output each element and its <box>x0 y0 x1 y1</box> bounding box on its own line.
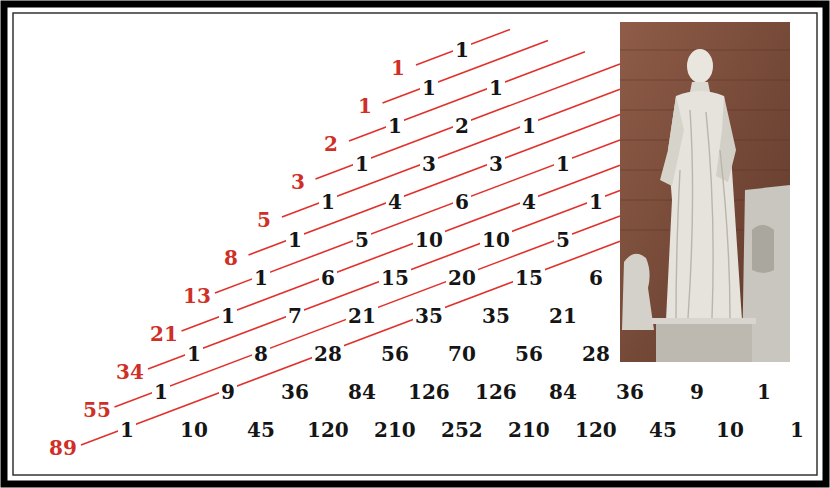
statue-photo <box>620 22 790 362</box>
binomial-coefficient: 9 <box>688 381 706 403</box>
binomial-coefficient: 126 <box>473 381 519 403</box>
binomial-coefficient: 120 <box>573 419 619 441</box>
binomial-coefficient: 28 <box>580 343 612 365</box>
binomial-coefficient: 9 <box>219 381 237 403</box>
fibonacci-number: 8 <box>222 247 240 269</box>
binomial-coefficient: 8 <box>252 343 270 365</box>
binomial-coefficient: 1 <box>152 381 170 403</box>
binomial-coefficient: 6 <box>453 191 471 213</box>
binomial-coefficient: 210 <box>372 419 418 441</box>
binomial-coefficient: 1 <box>755 381 773 403</box>
diagonal-line <box>81 241 620 445</box>
binomial-coefficient: 21 <box>346 305 378 327</box>
binomial-coefficient: 35 <box>480 305 512 327</box>
binomial-coefficient: 1 <box>386 115 404 137</box>
fibonacci-number: 13 <box>181 285 213 307</box>
binomial-coefficient: 35 <box>413 305 445 327</box>
binomial-coefficient: 126 <box>406 381 452 403</box>
brick-wall <box>620 22 790 362</box>
binomial-coefficient: 10 <box>480 229 512 251</box>
binomial-coefficient: 20 <box>446 267 478 289</box>
binomial-coefficient: 45 <box>647 419 679 441</box>
wall-shading <box>620 22 790 362</box>
binomial-coefficient: 5 <box>554 229 572 251</box>
binomial-coefficient: 4 <box>520 191 538 213</box>
diagonal-line <box>282 89 620 217</box>
binomial-coefficient: 1 <box>587 191 605 213</box>
binomial-coefficient: 36 <box>614 381 646 403</box>
binomial-coefficient: 1 <box>353 153 371 175</box>
binomial-coefficient: 6 <box>319 267 337 289</box>
fibonacci-number: 2 <box>322 133 340 155</box>
binomial-coefficient: 1 <box>420 77 438 99</box>
binomial-coefficient: 1 <box>118 419 136 441</box>
binomial-coefficient: 1 <box>487 77 505 99</box>
binomial-coefficient: 15 <box>513 267 545 289</box>
binomial-coefficient: 1 <box>554 153 572 175</box>
binomial-coefficient: 1 <box>453 39 471 61</box>
binomial-coefficient: 56 <box>513 343 545 365</box>
inner-frame <box>13 13 817 475</box>
binomial-coefficient: 1 <box>219 305 237 327</box>
binomial-coefficient: 4 <box>386 191 404 213</box>
binomial-coefficient: 210 <box>506 419 552 441</box>
binomial-coefficient: 45 <box>245 419 277 441</box>
robe-folds <box>676 110 730 318</box>
statue-head <box>687 49 713 83</box>
fibonacci-number: 1 <box>389 57 407 79</box>
binomial-coefficient: 3 <box>420 153 438 175</box>
binomial-coefficient: 6 <box>587 267 605 289</box>
binomial-coefficient: 1 <box>319 191 337 213</box>
binomial-coefficient: 1 <box>185 343 203 365</box>
binomial-coefficient: 1 <box>286 229 304 251</box>
fibonacci-number: 21 <box>148 323 180 345</box>
diagonal-line <box>316 64 621 179</box>
fibonacci-number: 3 <box>289 171 307 193</box>
small-bust <box>622 254 654 330</box>
binomial-coefficient: 1 <box>252 267 270 289</box>
binomial-coefficient: 36 <box>279 381 311 403</box>
fibonacci-number: 89 <box>47 437 79 459</box>
diagonal-line <box>182 165 621 331</box>
binomial-coefficient: 7 <box>286 305 304 327</box>
binomial-coefficient: 120 <box>305 419 351 441</box>
statue-arm <box>716 96 736 182</box>
binomial-coefficient: 2 <box>453 115 471 137</box>
binomial-coefficient: 84 <box>346 381 378 403</box>
fibonacci-number: 1 <box>356 95 374 117</box>
pedestal-ledge <box>652 318 756 324</box>
binomial-coefficient: 21 <box>547 305 579 327</box>
fibonacci-diagonals <box>81 30 620 446</box>
binomial-coefficient: 15 <box>379 267 411 289</box>
statue-neck <box>690 82 710 92</box>
statue-pedestal <box>656 320 752 362</box>
diagonal-line <box>215 140 620 293</box>
diagonal-line <box>115 216 621 407</box>
fibonacci-number: 5 <box>255 209 273 231</box>
diagonal-line <box>349 52 585 141</box>
binomial-coefficient: 70 <box>446 343 478 365</box>
binomial-coefficient: 10 <box>413 229 445 251</box>
binomial-coefficient: 1 <box>520 115 538 137</box>
fibonacci-number: 55 <box>81 399 113 421</box>
diagonal-line <box>148 191 620 369</box>
binomial-coefficient: 84 <box>547 381 579 403</box>
binomial-coefficient: 10 <box>714 419 746 441</box>
diagonal-line <box>249 115 621 255</box>
binomial-coefficient: 10 <box>178 419 210 441</box>
binomial-coefficient: 28 <box>312 343 344 365</box>
binomial-coefficient: 5 <box>353 229 371 251</box>
relief-detail <box>752 225 774 273</box>
outer-frame <box>4 4 826 484</box>
fibonacci-number: 34 <box>114 361 146 383</box>
binomial-coefficient: 56 <box>379 343 411 365</box>
binomial-coefficient: 1 <box>788 419 806 441</box>
binomial-coefficient: 252 <box>439 419 485 441</box>
binomial-coefficient: 3 <box>487 153 505 175</box>
